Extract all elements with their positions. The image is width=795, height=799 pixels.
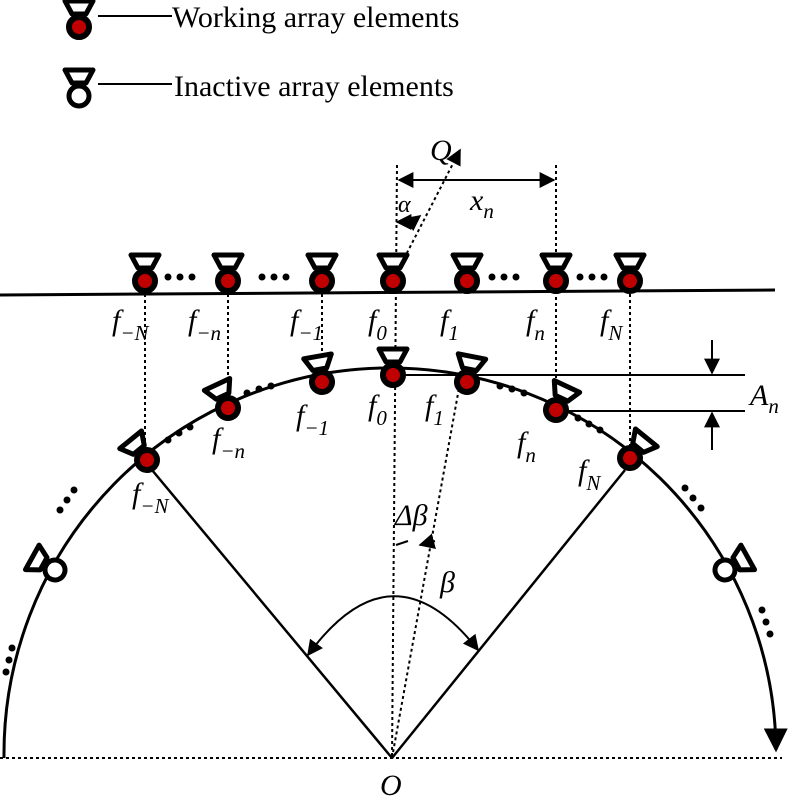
array-element xyxy=(453,255,481,291)
array-element xyxy=(204,379,245,423)
delta-beta-arrows xyxy=(395,541,435,545)
label-f-minus-N: f−N xyxy=(112,304,150,345)
label-arc-f-minus-1: f−1 xyxy=(296,399,329,440)
arc-labels: f−N f−n f−1 f0 f1 fn fN xyxy=(132,389,601,518)
array-element xyxy=(214,255,242,291)
arc-elements xyxy=(25,349,754,587)
alpha-arc xyxy=(395,213,422,232)
label-f-N: fN xyxy=(600,304,623,345)
label-arc-f-N: fN xyxy=(578,454,601,495)
label-arc-f-1: f1 xyxy=(425,389,444,430)
array-arc xyxy=(2,366,788,759)
beta-arc xyxy=(307,595,479,657)
label-f-minus-n: f−n xyxy=(188,304,221,345)
top-labels: f−N f−n f−1 f0 f1 fn fN xyxy=(112,304,623,345)
array-element xyxy=(308,255,336,291)
label-Q: Q xyxy=(430,134,452,167)
label-delta-beta: Δβ xyxy=(394,499,428,532)
label-arc-f-0: f0 xyxy=(368,389,387,430)
array-element xyxy=(304,354,338,394)
array-element xyxy=(379,255,407,291)
radius-right xyxy=(391,469,626,759)
label-xn: xn xyxy=(469,184,494,223)
label-f-minus-1: f−1 xyxy=(290,304,323,345)
label-alpha: α xyxy=(398,192,411,218)
projection-lines xyxy=(0,148,782,759)
label-arc-f-minus-n: f−n xyxy=(212,422,245,463)
array-element xyxy=(539,381,580,425)
label-f-0: f0 xyxy=(368,304,387,345)
array-element xyxy=(542,255,570,291)
label-arc-f-n: fn xyxy=(517,426,536,467)
label-An: An xyxy=(748,379,779,418)
label-beta: β xyxy=(439,566,455,599)
label-f-n: fn xyxy=(526,304,545,345)
inactive-element-icon xyxy=(65,70,93,106)
array-element xyxy=(120,431,164,477)
array-element xyxy=(379,349,407,385)
legend-working-label: Working array elements xyxy=(172,1,459,34)
top-elements xyxy=(131,255,644,291)
label-O: O xyxy=(380,769,402,799)
inactive-element xyxy=(25,545,70,587)
label-f-1: f1 xyxy=(440,304,459,345)
working-element-icon xyxy=(65,1,93,37)
array-element xyxy=(616,255,644,291)
array-element xyxy=(131,255,159,291)
inactive-element xyxy=(709,545,754,587)
legend: Working array elements Inactive array el… xyxy=(65,1,459,106)
radius-left xyxy=(151,469,393,759)
legend-inactive-label: Inactive array elements xyxy=(174,70,454,103)
